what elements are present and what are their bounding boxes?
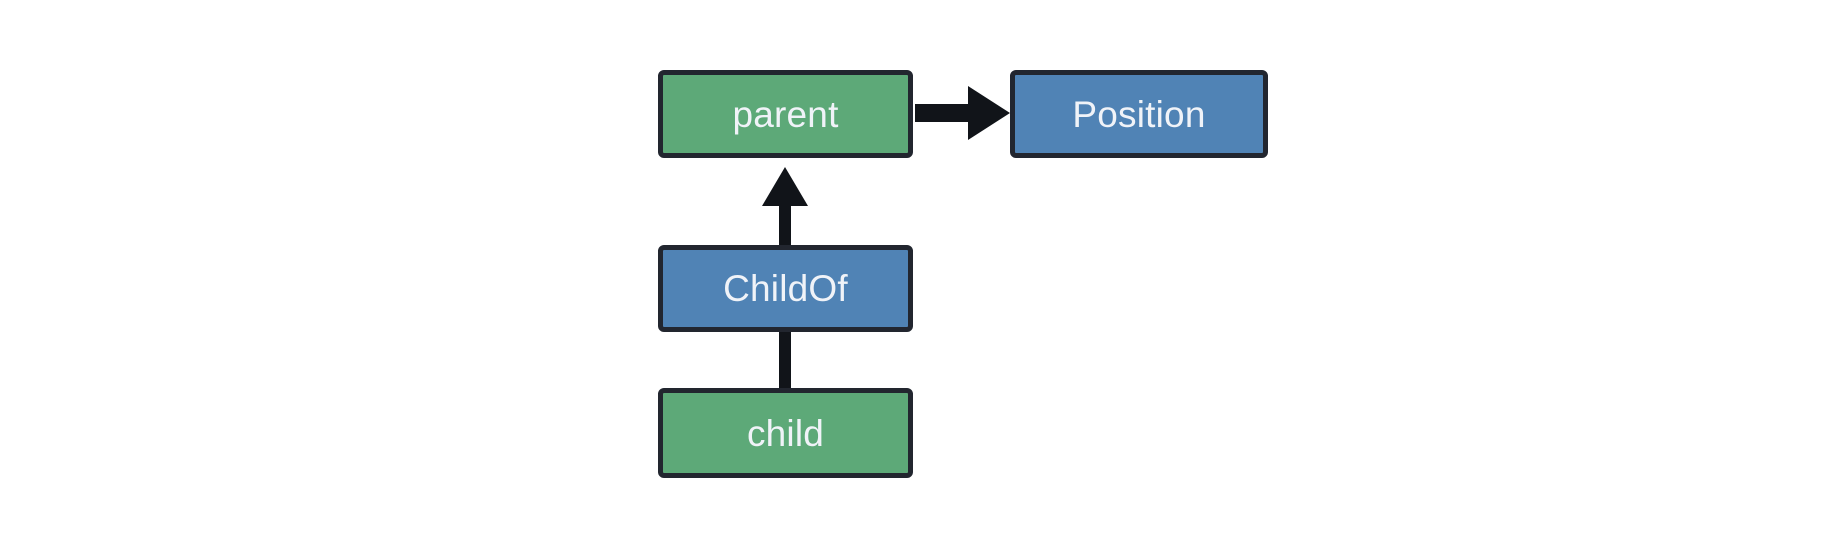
edge-parent-to-position-shaft bbox=[915, 86, 1010, 140]
node-child-label: child bbox=[746, 412, 825, 454]
node-position[interactable]: Position bbox=[1010, 70, 1268, 158]
edge-parent-to-position bbox=[915, 86, 1010, 140]
node-childof-label: ChildOf bbox=[723, 268, 848, 309]
node-parent-label: parent bbox=[732, 93, 839, 135]
node-position-label: Position bbox=[1072, 93, 1206, 135]
node-parent[interactable]: parent bbox=[658, 70, 913, 158]
edge-childof-to-parent-shaft bbox=[762, 167, 808, 247]
edge-childof-to-parent bbox=[762, 167, 808, 247]
node-childof[interactable]: ChildOf bbox=[658, 245, 913, 332]
node-child[interactable]: child bbox=[658, 388, 913, 478]
